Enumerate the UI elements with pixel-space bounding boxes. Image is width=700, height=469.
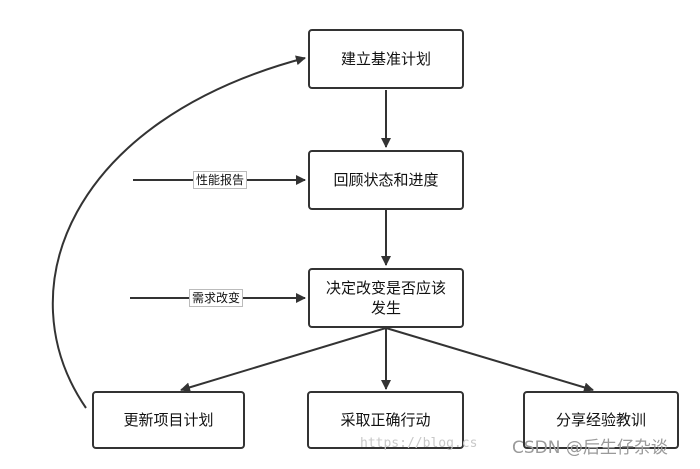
- input-label-change-request: 需求改变: [189, 289, 244, 307]
- node-update-plan: 更新项目计划: [92, 391, 245, 449]
- node-share-lessons: 分享经验教训: [523, 391, 679, 449]
- node-share-lessons-label: 分享经验教训: [555, 410, 646, 429]
- node-decide-change: 决定改变是否应该 发生: [308, 268, 464, 328]
- watermark-url: https://blog.cs: [360, 436, 478, 451]
- arrow-decide-to-share: [385, 327, 594, 393]
- watermark-brand: CSDN @后生仔杂谈: [512, 438, 668, 458]
- node-corrective-action: 采取正确行动: [307, 391, 464, 449]
- node-corrective-action-label: 采取正确行动: [340, 410, 431, 429]
- input-label-performance-report: 性能报告: [193, 171, 248, 189]
- node-decide-change-label: 决定改变是否应该 发生: [325, 278, 446, 317]
- arrow-feedback-loop: [51, 55, 306, 409]
- node-review-status-label: 回顾状态和进度: [333, 170, 439, 189]
- node-update-plan-label: 更新项目计划: [123, 410, 214, 429]
- node-baseline-plan-label: 建立基准计划: [340, 49, 431, 68]
- node-review-status: 回顾状态和进度: [308, 150, 464, 210]
- arrow-decide-to-update: [180, 327, 387, 393]
- node-baseline-plan: 建立基准计划: [308, 29, 464, 89]
